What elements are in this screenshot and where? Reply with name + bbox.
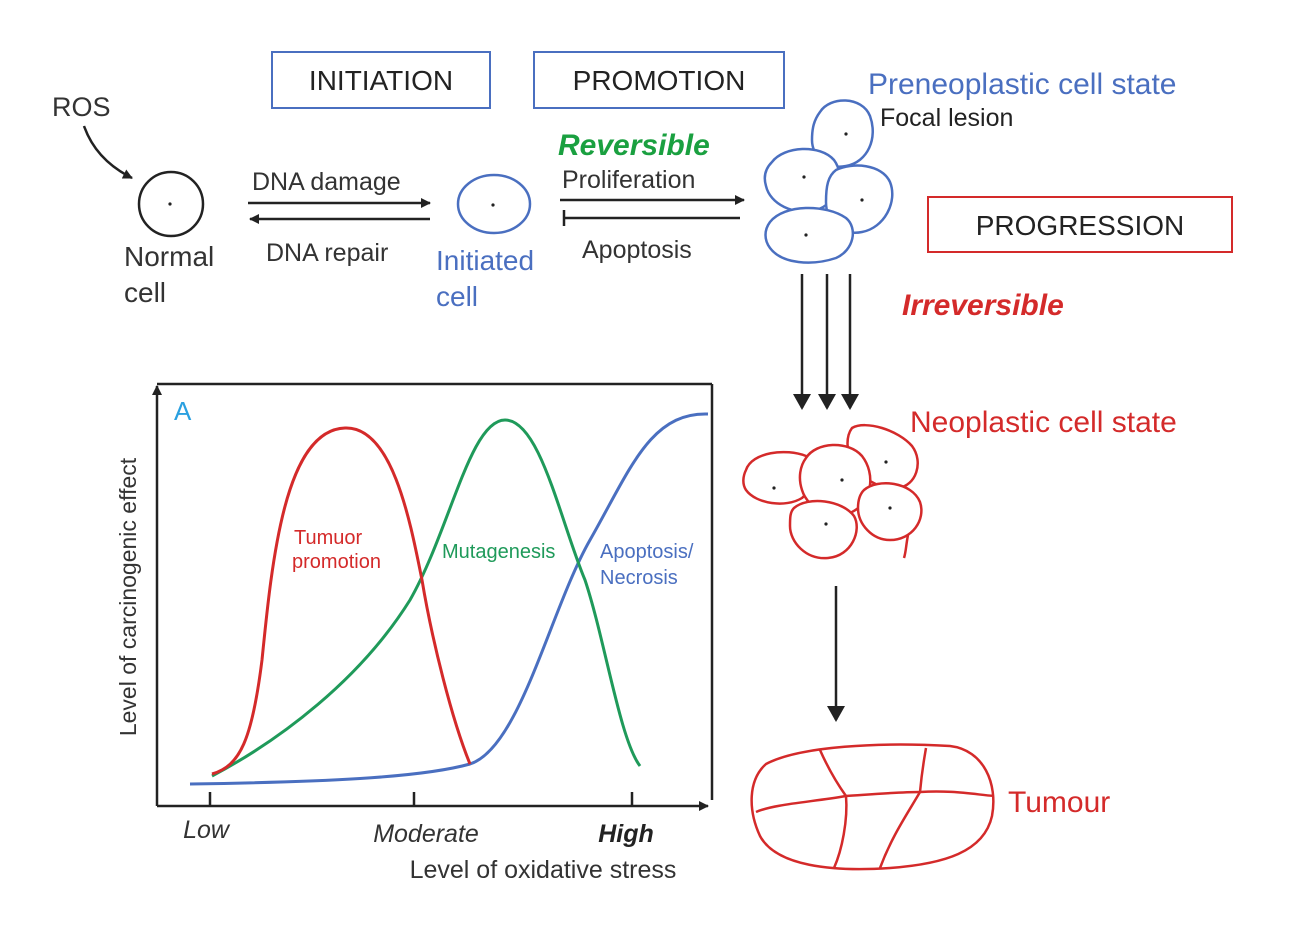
focal-lesion-label: Focal lesion (880, 104, 1013, 132)
preneoplastic-cluster (763, 99, 894, 264)
dna-damage-label: DNA damage (252, 168, 401, 196)
initiated-cell-label-1: Initiated (436, 245, 534, 276)
reversible-label: Reversible (558, 129, 710, 162)
neoplastic-label: Neoplastic cell state (910, 406, 1177, 439)
tick-label-moderate: Moderate (373, 820, 479, 848)
y-axis-label: Level of carcinogenic effect (115, 457, 141, 736)
dna-repair-label: DNA repair (266, 239, 388, 267)
curve-tumour-promotion (211, 426, 472, 776)
normal-cell (137, 170, 205, 238)
panel-letter: A (174, 396, 192, 426)
initiated-cell (456, 173, 532, 235)
normal-cell-label-2: cell (124, 277, 166, 308)
tumour-promotion-label-2: promotion (292, 551, 381, 573)
initiation-box: INITIATION (271, 51, 491, 109)
mutagenesis-label: Mutagenesis (442, 541, 555, 563)
tick-label-high: High (598, 820, 654, 848)
progression-box: PROGRESSION (927, 196, 1233, 253)
irreversible-label: Irreversible (902, 289, 1064, 322)
tumour-promotion-label-1: Tumuor (294, 527, 363, 549)
promotion-label: PROMOTION (573, 65, 746, 96)
initiation-label: INITIATION (309, 65, 453, 96)
normal-cell-label-1: Normal (124, 241, 214, 272)
curve-apoptosis-necrosis (189, 412, 709, 786)
tumour-label: Tumour (1008, 786, 1110, 819)
progression-label: PROGRESSION (976, 210, 1184, 241)
ros-arrow (82, 125, 133, 180)
initiated-cell-label-2: cell (436, 281, 478, 312)
tumour-mass (750, 743, 995, 871)
ros-label: ROS (52, 92, 111, 122)
preneoplastic-label: Preneoplastic cell state (868, 68, 1177, 101)
tick-label-low: Low (183, 816, 231, 844)
promotion-box: PROMOTION (533, 51, 785, 109)
apoptosis-label: Apoptosis (582, 236, 692, 264)
neoplastic-cluster (742, 423, 923, 560)
proliferation-label: Proliferation (562, 166, 695, 194)
curve-mutagenesis (211, 418, 642, 778)
apoptosis-necrosis-label-1: Apoptosis/ (600, 541, 694, 563)
apoptosis-necrosis-label-2: Necrosis (600, 567, 678, 589)
x-axis-label: Level of oxidative stress (410, 856, 677, 884)
